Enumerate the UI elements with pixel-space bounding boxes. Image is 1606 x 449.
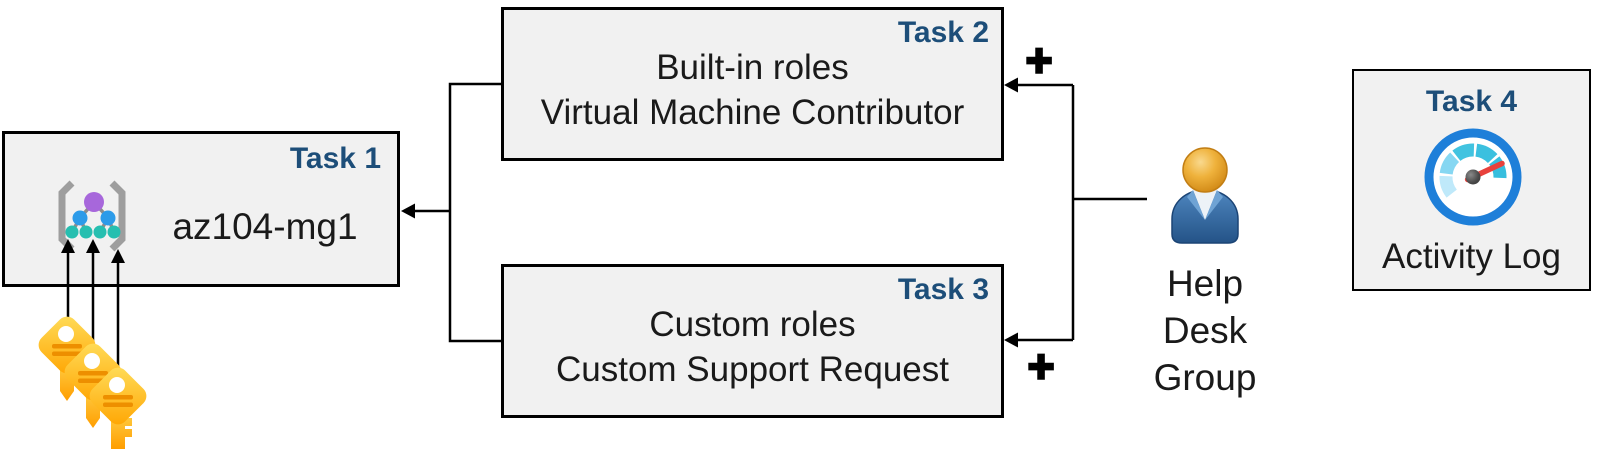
activity-log-gauge-icon — [1424, 128, 1522, 226]
actor-name: Help Desk Group — [1125, 260, 1285, 401]
task2-label: Task 2 — [897, 16, 989, 49]
task3-line1: Custom roles — [649, 305, 856, 344]
plus-icon-task3: + — [1026, 339, 1055, 394]
task2-box: Task 2 Built-in roles Virtual Machine Co… — [501, 7, 1004, 161]
task2-text: Built-in roles Virtual Machine Contribut… — [504, 45, 1001, 135]
help-desk-group: Help Desk Group — [1125, 144, 1285, 401]
task4-caption: Activity Log — [1382, 237, 1561, 276]
task3-box: Task 3 Custom roles Custom Support Reque… — [501, 264, 1004, 418]
arrowhead-key1 — [61, 239, 75, 253]
task3-text: Custom roles Custom Support Request — [504, 302, 1001, 392]
arrowhead-key2 — [86, 239, 100, 253]
task4-label: Task 4 — [1425, 85, 1518, 118]
access-keys-icon — [38, 316, 147, 449]
plus-icon-task2: + — [1024, 33, 1053, 88]
task3-label: Task 3 — [897, 273, 989, 306]
actor-name-line2: Group — [1153, 357, 1257, 398]
task2-line2: Virtual Machine Contributor — [540, 93, 965, 132]
key-3 — [89, 367, 147, 449]
management-group-icon — [58, 180, 126, 252]
task2-line1: Built-in roles — [656, 48, 849, 87]
task3-line2: Custom Support Request — [556, 350, 949, 389]
user-person-icon — [1171, 147, 1239, 244]
arrowhead-key3 — [111, 249, 125, 263]
actor-name-line1: Help Desk — [1162, 263, 1248, 351]
task1-label: Task 1 — [289, 142, 381, 175]
task4-box: Task 4 Activity Log — [1352, 69, 1591, 291]
management-group-name: az104-mg1 — [172, 206, 358, 247]
gauge-hub — [1465, 169, 1481, 185]
arrowhead-task2 — [1004, 77, 1018, 93]
arrowhead-task3 — [1004, 332, 1018, 348]
arrowhead-task1 — [401, 203, 415, 219]
